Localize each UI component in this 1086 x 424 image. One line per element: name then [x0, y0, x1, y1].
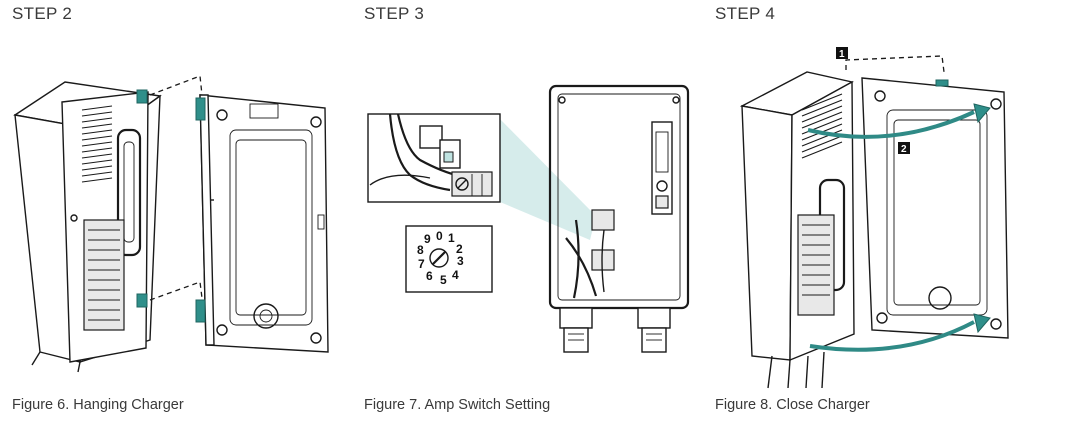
step-marker-1: 1	[836, 47, 848, 60]
wall-bracket	[195, 94, 329, 353]
swing-arrow-bottom	[809, 320, 975, 352]
figure-hanging-charger	[13, 75, 329, 373]
figure-amp-switch: 0 1 2 3 4 5 6 7 8 9	[367, 84, 690, 353]
dial-digit-5: 5	[440, 273, 447, 287]
hook-bottom	[136, 293, 148, 308]
hook-top	[136, 89, 148, 104]
step-marker-2: 2	[898, 142, 910, 155]
swing-arrow-top	[807, 110, 975, 139]
svg-text:2: 2	[901, 144, 907, 155]
step-2-title: STEP 2	[12, 4, 73, 23]
step-4-title: STEP 4	[715, 4, 776, 23]
dial-digit-1: 1	[448, 231, 455, 245]
dial-digit-7: 7	[418, 257, 425, 271]
dial-digit-9: 9	[424, 232, 431, 246]
dial-digit-8: 8	[417, 243, 424, 257]
figure-7-caption: Figure 7. Amp Switch Setting	[364, 397, 551, 413]
zoom-beam	[495, 114, 596, 240]
svg-text:1: 1	[839, 49, 845, 60]
charger-unit	[739, 71, 855, 389]
figure-8-caption: Figure 8. Close Charger	[715, 397, 870, 413]
dial-digit-2: 2	[456, 242, 463, 256]
open-enclosure	[548, 84, 690, 353]
dial-digit-6: 6	[426, 269, 433, 283]
dial-digit-3: 3	[457, 254, 464, 268]
bracket	[861, 77, 1009, 339]
amp-dial: 0 1 2 3 4 5 6 7 8 9	[405, 225, 493, 293]
figure-6-caption: Figure 6. Hanging Charger	[12, 397, 184, 413]
dial-digit-0: 0	[436, 229, 443, 243]
charger-unit	[13, 81, 162, 373]
step-3-title: STEP 3	[364, 4, 425, 23]
dial-digit-4: 4	[452, 268, 459, 282]
figure-close-charger: 1 2	[739, 47, 1009, 389]
zoom-inset	[367, 113, 501, 203]
